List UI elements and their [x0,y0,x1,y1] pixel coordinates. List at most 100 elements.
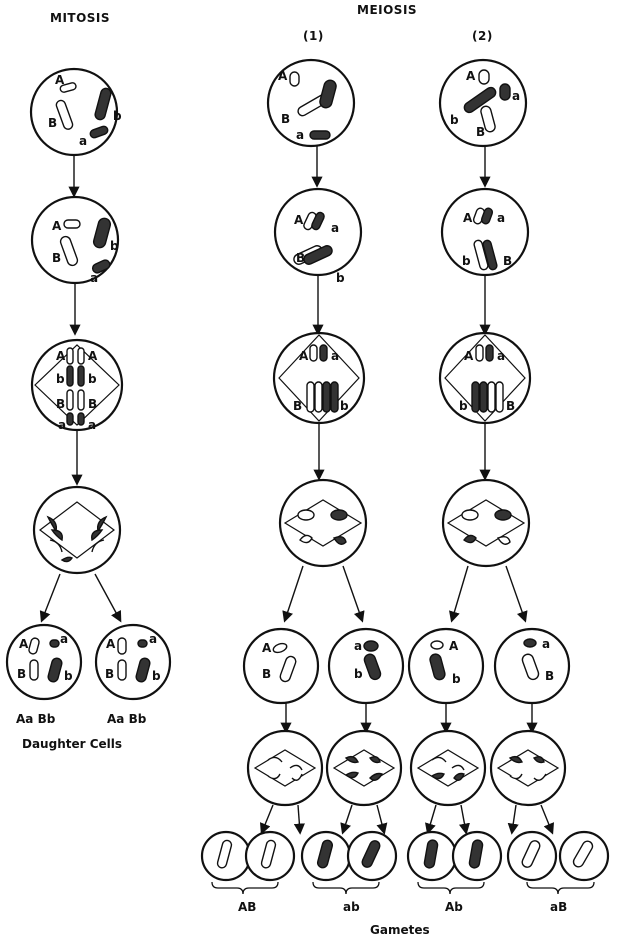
allele-label: A [52,219,62,233]
mitosis-heading: MITOSIS [50,11,110,25]
daughter-cells-caption: Daughter Cells [22,737,122,751]
allele-label: a [88,418,96,432]
arrow [449,565,469,623]
meiosis-1-second-division-cell-ab [325,729,403,807]
allele-label: a [497,349,505,363]
arrow [376,804,388,835]
allele-label: b [152,669,161,683]
allele-label: B [48,116,57,130]
allele-label: B [503,254,512,268]
spindle [332,749,396,787]
allele-label: B [545,669,554,683]
meiosis-2-heading: (2) [472,29,493,43]
allele-label: a [331,349,339,363]
allele-label: b [459,399,468,413]
allele-label: a [79,134,87,148]
mitosis-metaphase-cell [30,338,124,432]
gamete-bracket [211,881,279,895]
mitosis-anaphase-cell [32,485,122,575]
spindle [34,344,120,426]
meiosis-2-second-division-cell-aB [489,729,567,807]
meiosis-1-pairing-cell [273,187,363,277]
allele-label: A [294,213,304,227]
allele-label: B [296,251,305,265]
arrow [507,804,519,835]
gamete-label-AB: AB [238,900,256,914]
arrow [340,804,353,835]
allele-label: b [110,239,119,253]
gamete-label-Ab: Ab [445,900,463,914]
gamete-bracket [312,881,380,895]
chromosome-A [63,219,81,229]
allele-label: b [113,109,122,123]
meiosis-1-anaphase-cell [278,478,368,568]
allele-label: A [299,349,309,363]
spindle [496,749,560,787]
allele-label: a [354,639,362,653]
allele-label: A [56,349,66,363]
allele-label: A [466,69,476,83]
chromosome-B [59,235,79,267]
mitosis-daughter-cell-left [5,623,83,701]
arrow [259,804,274,835]
allele-label: b [336,271,345,285]
arrow [540,804,555,835]
spindle [278,334,360,422]
arrow [505,565,528,623]
arrow [342,565,365,623]
allele-label: a [512,89,520,103]
allele-label: a [296,128,304,142]
allele-label: a [60,632,68,646]
allele-label: B [56,397,65,411]
allele-label: A [106,637,116,651]
allele-label: a [542,637,550,651]
allele-label: A [55,73,65,87]
allele-label: A [262,641,272,655]
allele-label: A [449,639,459,653]
gamete-bracket [526,881,595,895]
arrow [458,804,470,835]
allele-label: B [476,125,485,139]
daughter-genotype-right: Aa Bb [107,712,147,726]
chromosome-B [55,99,74,130]
meiosis-2-second-division-cell-Ab [409,729,487,807]
allele-label: A [463,211,473,225]
allele-label: B [293,399,302,413]
arrow [94,573,122,623]
allele-label: a [497,211,505,225]
allele-label: B [281,112,290,126]
daughter-genotype-left: Aa Bb [16,712,56,726]
allele-label: b [462,254,471,268]
arrow [425,804,437,835]
arrow [293,804,305,835]
meiosis-1-second-division-cell-AB [246,729,324,807]
meiosis-1-secondary-cell-AB [242,627,320,705]
allele-label: B [105,667,114,681]
chromosome-A [59,82,77,93]
spindle [416,749,480,787]
allele-label: a [331,221,339,235]
allele-label: A [278,69,288,83]
allele-label: b [452,672,461,686]
mitosis-prophase-cell [30,195,120,285]
gamete-label-aB: aB [550,900,567,914]
gametes-caption: Gametes [370,923,430,937]
meiosis-1-heading: (1) [303,29,324,43]
allele-label: A [88,349,98,363]
arrow [282,565,304,623]
allele-label: b [340,399,349,413]
spindle [253,749,317,787]
mitosis-column: A B b a A B b a A A b b B B a a [5,67,172,751]
meiosis-2-anaphase-cell [441,478,531,568]
allele-label: b [88,372,97,386]
allele-label: b [64,669,73,683]
meiosis-1-column: A B a A a B b A a B b [200,58,405,895]
allele-label: a [58,418,66,432]
mitosis-daughter-cell-right [94,623,172,701]
meiosis-2-column: A a b B A a b B A a b B [406,58,610,895]
gamete-bracket [417,881,485,895]
chromosome-b [92,217,112,249]
allele-label: b [56,372,65,386]
allele-label: B [52,251,61,265]
allele-label: B [262,667,271,681]
